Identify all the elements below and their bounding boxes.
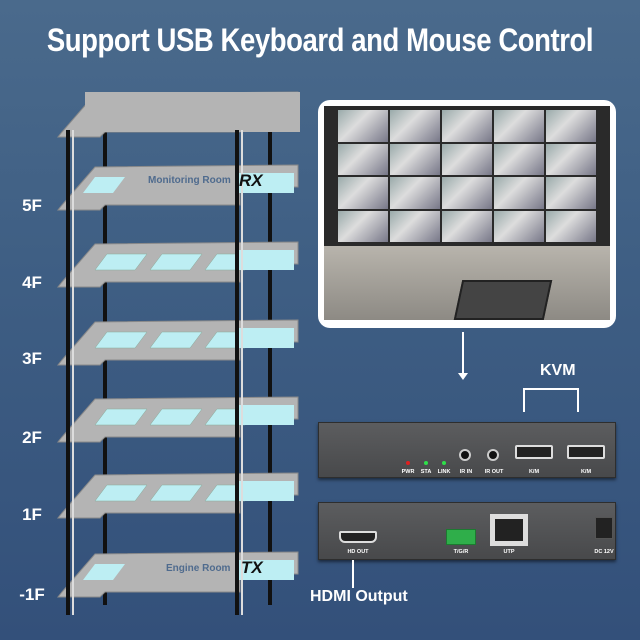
monitoring-room-photo [318, 100, 616, 328]
ir-in-label: IR IN [459, 469, 473, 475]
floor-label-b1f: -1F [19, 585, 45, 604]
room [236, 405, 294, 425]
km-label-1: K/M [528, 469, 540, 475]
rx-label: RX [239, 171, 263, 190]
pole [66, 130, 70, 615]
screen [442, 110, 492, 142]
receiver-front-panel: PWR STA LINK IR IN IR OUT K/M K/M [318, 422, 616, 478]
screen [338, 110, 388, 142]
floor-label-5f: 5F [22, 196, 42, 215]
kvm-label: KVM [540, 362, 576, 379]
rj45-port [490, 514, 528, 546]
room [149, 331, 203, 349]
floor-label-3f: 3F [22, 349, 42, 368]
sta-led [424, 461, 428, 465]
screen [338, 143, 388, 175]
dc-label: DC 12V [594, 549, 614, 555]
pole [103, 120, 107, 605]
engine-room-label: Engine Room [166, 563, 231, 574]
link-led [442, 461, 446, 465]
tgr-label: T/G/R [453, 549, 469, 555]
hdmi-port [339, 531, 377, 543]
roof [85, 92, 300, 132]
pole [235, 130, 239, 615]
screen [546, 210, 596, 242]
pwr-led [406, 461, 410, 465]
screen [546, 177, 596, 209]
utp-label: UTP [503, 549, 515, 555]
screen [546, 110, 596, 142]
km-label-2: K/M [580, 469, 592, 475]
desk-monitor [453, 280, 553, 320]
room [94, 253, 148, 271]
room [149, 253, 203, 271]
headline: Support USB Keyboard and Mouse Control [46, 22, 594, 58]
room [94, 484, 148, 502]
room [236, 173, 294, 193]
screen [442, 143, 492, 175]
screen [390, 110, 440, 142]
room [236, 481, 294, 501]
screen [494, 210, 544, 242]
pwr-label: PWR [401, 469, 415, 475]
screen [546, 143, 596, 175]
ir-in-jack [459, 449, 471, 461]
hdmi-pointer-line [352, 560, 354, 588]
usb-port-2 [567, 445, 605, 459]
link-label: LINK [437, 469, 451, 475]
room [236, 250, 294, 270]
room [236, 560, 294, 580]
usb-port-1 [515, 445, 553, 459]
screen [494, 177, 544, 209]
screen [494, 110, 544, 142]
screen [494, 143, 544, 175]
video-wall [324, 106, 610, 246]
pole-highlight [241, 130, 243, 615]
room [83, 177, 125, 193]
screen [442, 177, 492, 209]
dc-jack [595, 517, 613, 539]
room [149, 484, 203, 502]
pole-highlight [72, 130, 74, 615]
building-diagram [56, 91, 300, 615]
hd-out-label: HD OUT [347, 549, 369, 555]
room [94, 331, 148, 349]
screen [338, 210, 388, 242]
screen [338, 177, 388, 209]
room [83, 564, 125, 580]
receiver-rear-panel: HD OUT T/G/R UTP DC 12V [318, 502, 616, 560]
room [236, 328, 294, 348]
tx-label: TX [241, 558, 263, 577]
screen [390, 143, 440, 175]
terminal-block [446, 529, 476, 545]
ir-out-jack [487, 449, 499, 461]
screen [390, 177, 440, 209]
monitoring-room-label: Monitoring Room [148, 175, 231, 186]
down-arrow-icon [458, 332, 468, 380]
kvm-bracket [523, 388, 579, 412]
floor-label-2f: 2F [22, 428, 42, 447]
hdmi-output-label: HDMI Output [310, 588, 408, 605]
pole [268, 120, 272, 605]
sta-label: STA [420, 469, 432, 475]
screen [390, 210, 440, 242]
room [149, 408, 203, 426]
floor-label-1f: 1F [22, 505, 42, 524]
room [94, 408, 148, 426]
floor-label-4f: 4F [22, 273, 42, 292]
screen [442, 210, 492, 242]
ir-out-label: IR OUT [484, 469, 504, 475]
